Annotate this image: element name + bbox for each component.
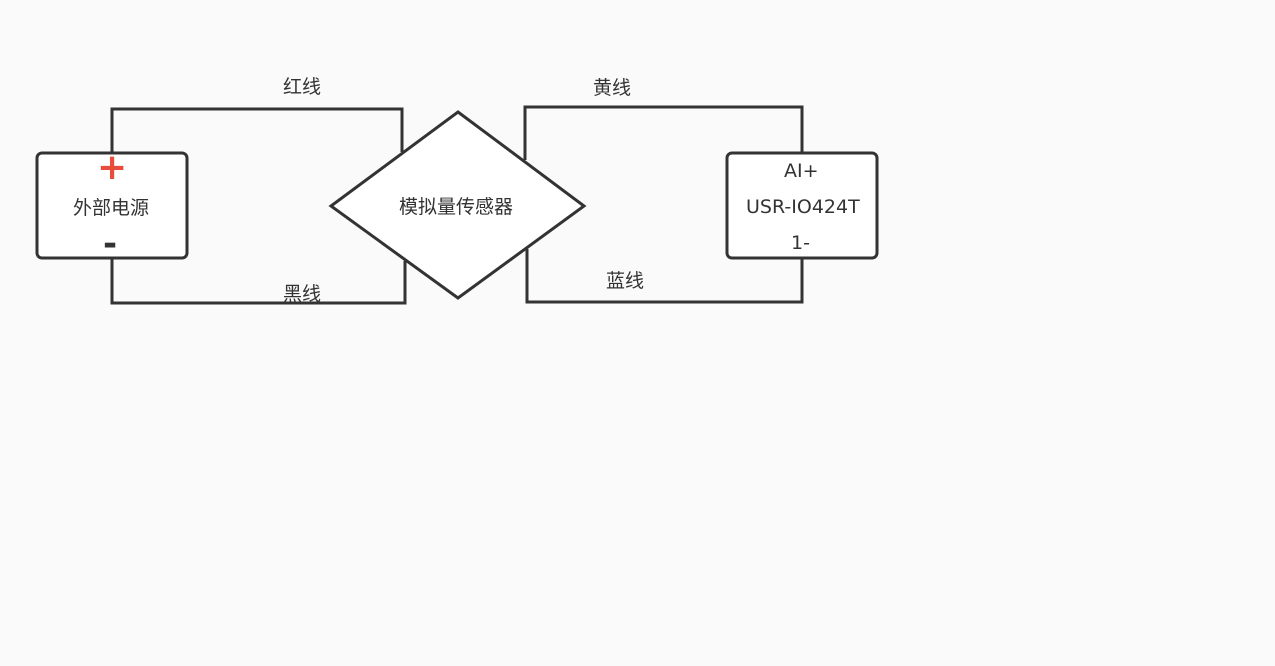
device-ai-plus-label: AI+ <box>784 160 819 182</box>
black-wire <box>110 258 407 305</box>
device-minus-label: 1- <box>791 232 810 254</box>
blue-wire <box>525 249 804 304</box>
black-wire-label: 黑线 <box>283 283 322 305</box>
yellow-wire-label: 黄线 <box>593 77 632 99</box>
device-box <box>725 151 879 260</box>
sensor-label: 模拟量传感器 <box>399 196 514 218</box>
device-model-label: USR-IO424T <box>746 196 860 218</box>
blue-wire-label: 蓝线 <box>606 270 645 292</box>
yellow-wire <box>523 105 804 160</box>
sensor-diamond <box>328 110 587 300</box>
minus-symbol: - <box>103 224 118 264</box>
plus-symbol: + <box>97 147 128 188</box>
red-wire-label: 红线 <box>283 76 322 98</box>
red-wire <box>110 107 404 152</box>
power-source-label: 外部电源 <box>73 197 150 219</box>
power-source-box <box>35 151 189 260</box>
